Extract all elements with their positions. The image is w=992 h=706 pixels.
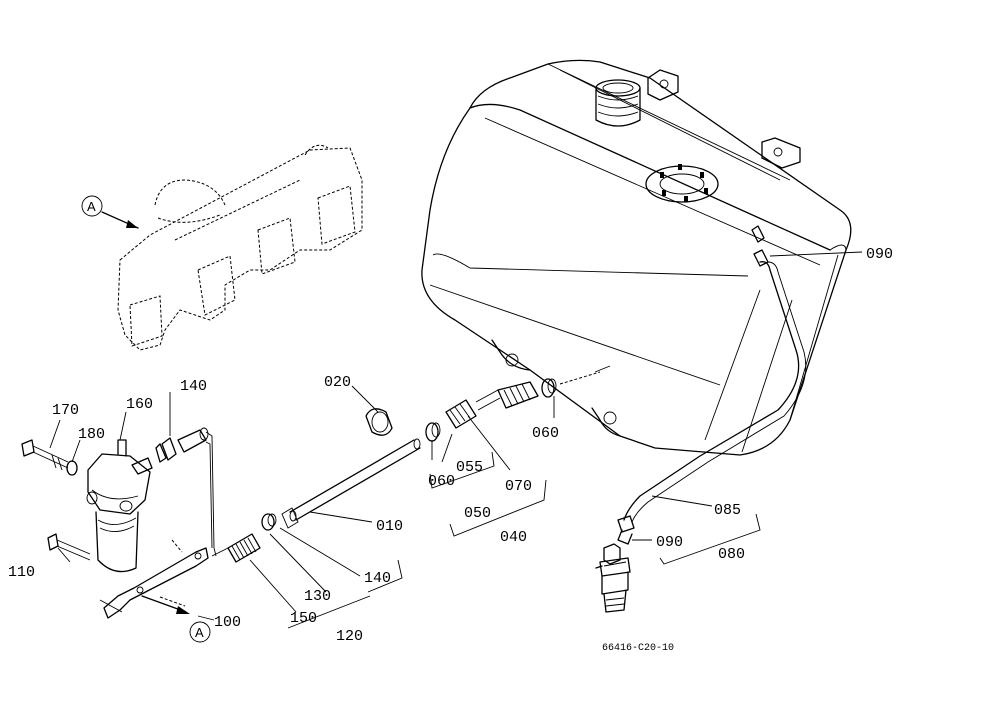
banjo-fitting [753, 249, 769, 267]
banjo-fitting [617, 515, 635, 533]
leader-lines [49, 251, 863, 621]
fuel-filter-assembly [21, 439, 209, 619]
label-140b: 140 [364, 570, 391, 587]
label-085: 085 [714, 502, 741, 519]
view-marker-bottom: A [141, 595, 211, 643]
bolt [47, 533, 59, 551]
return-line [617, 249, 807, 545]
label-055: 055 [456, 459, 483, 476]
label-060a: 060 [532, 425, 559, 442]
mounting-bracket [103, 547, 209, 619]
label-060b: 060 [428, 473, 455, 490]
drawing-code: 66416-C20-10 [602, 643, 674, 654]
label-070: 070 [505, 478, 532, 495]
label-020: 020 [324, 374, 351, 391]
filler-neck [595, 79, 641, 127]
label-080: 080 [718, 546, 745, 563]
part-labels: 020 010 140 130 150 120 060 055 070 050 … [8, 246, 893, 654]
label-160: 160 [126, 396, 153, 413]
label-120: 120 [336, 628, 363, 645]
engine-manifold-outline [117, 144, 363, 351]
spring-sleeve [227, 533, 261, 563]
label-110: 110 [8, 564, 35, 581]
fuel-tank [421, 59, 852, 456]
label-180: 180 [78, 426, 105, 443]
sender-plate [645, 164, 719, 203]
label-090b: 090 [656, 534, 683, 551]
bolt [21, 439, 35, 457]
view-marker-bottom-label: A [195, 625, 204, 640]
view-marker-top: A [81, 195, 139, 229]
mounting-tab [761, 137, 801, 169]
label-100: 100 [214, 614, 241, 631]
label-130: 130 [304, 588, 331, 605]
label-010: 010 [376, 518, 403, 535]
hose-clamp [261, 513, 277, 531]
mounting-tab [647, 69, 679, 101]
view-marker-top-label: A [87, 199, 96, 214]
fuel-injector [595, 543, 631, 613]
label-040: 040 [500, 529, 527, 546]
group-brackets [287, 451, 761, 629]
hose-clamp-020 [365, 408, 393, 436]
tank-outlet-hose [425, 371, 601, 442]
label-170: 170 [52, 402, 79, 419]
label-090a: 090 [866, 246, 893, 263]
label-050: 050 [464, 505, 491, 522]
label-150: 150 [290, 610, 317, 627]
filter-to-line-hose [155, 427, 229, 557]
fuel-pipe [281, 438, 421, 529]
label-140a: 140 [180, 378, 207, 395]
washer [66, 460, 78, 476]
